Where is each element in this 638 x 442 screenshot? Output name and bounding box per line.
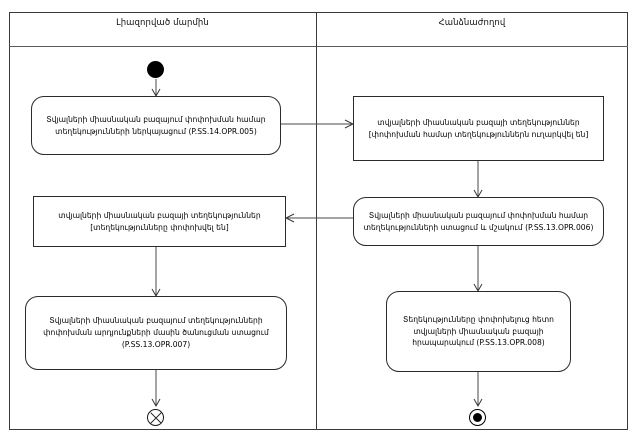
edge-right-object-1-to-right-action-1 [473,161,483,199]
object-node-info-sent[interactable]: տվյալների միասնական բազայի տեղեկությունն… [353,96,604,161]
swimlane-title-right: Հանձնաժողով [438,18,506,28]
edge-initial-to-left-action-1 [151,79,161,98]
swimlane-title-left: Լիազորված մարմին [116,18,209,28]
initial-node [147,61,164,78]
edge-right-action-1-to-right-action-2 [473,246,483,293]
action-node-publish-database[interactable]: Տեղեկությունները փոփոխելուց հետո տվյալնե… [386,291,571,372]
edge-left-action-1-to-right-object-1 [281,119,355,129]
flow-final-node [147,409,164,426]
object-node-info-changed[interactable]: տվյալների միասնական բազայի տեղեկությունն… [33,196,286,247]
action-node-line-3: հրապարակում (P.SS.13.OPR.008) [412,338,545,348]
edge-right-action-2-to-activity-final [473,372,483,408]
action-node-line-2: փոփոխման արդյունքների մասին ծանուցման ստ… [43,328,269,338]
swimlane-header-divider [9,46,628,47]
action-node-receive-process-info[interactable]: Տվյալների միասնական բազայում փոփոխման հա… [353,197,604,246]
edge-left-action-2-to-flow-final [151,370,161,408]
swimlane-vertical-divider [316,12,317,430]
object-node-line-1: տվյալների միասնական բազայի տեղեկությունն… [377,117,580,127]
object-node-line-1: տվյալների միասնական բազայի տեղեկությունն… [58,210,261,220]
action-node-line-1: Տվյալների միասնական բազայում փոփոխման հա… [46,114,266,124]
action-node-line-2: տվյալների միասնական բազայի [413,326,544,336]
action-node-line-2: տեղեկությունների ստացում և մշակում (P.SS… [363,222,594,232]
action-node-line-3: (P.SS.13.OPR.007) [121,339,191,349]
action-node-line-1: Տվյալների միասնական բազայում տեղեկությու… [49,316,263,326]
object-node-line-2: [փոփոխման համար տեղեկություններն ուղարկվ… [368,129,589,139]
action-node-line-1: Տեղեկությունները փոփոխելուց հետո [403,314,554,324]
action-node-submit-change-info[interactable]: Տվյալների միասնական բազայում փոփոխման հա… [31,96,281,155]
action-node-line-1: Տվյալների միասնական բազայում փոփոխման հա… [368,210,589,220]
action-node-line-2: տեղեկությունների ներկայացում (P.SS.14.OP… [55,126,257,136]
object-node-line-2: [տեղեկությունները փոփոխվել են] [90,222,229,232]
edge-left-object-1-to-left-action-2 [151,247,161,298]
activity-final-node [469,409,486,426]
action-node-receive-change-notification[interactable]: Տվյալների միասնական բազայում տեղեկությու… [25,296,287,370]
